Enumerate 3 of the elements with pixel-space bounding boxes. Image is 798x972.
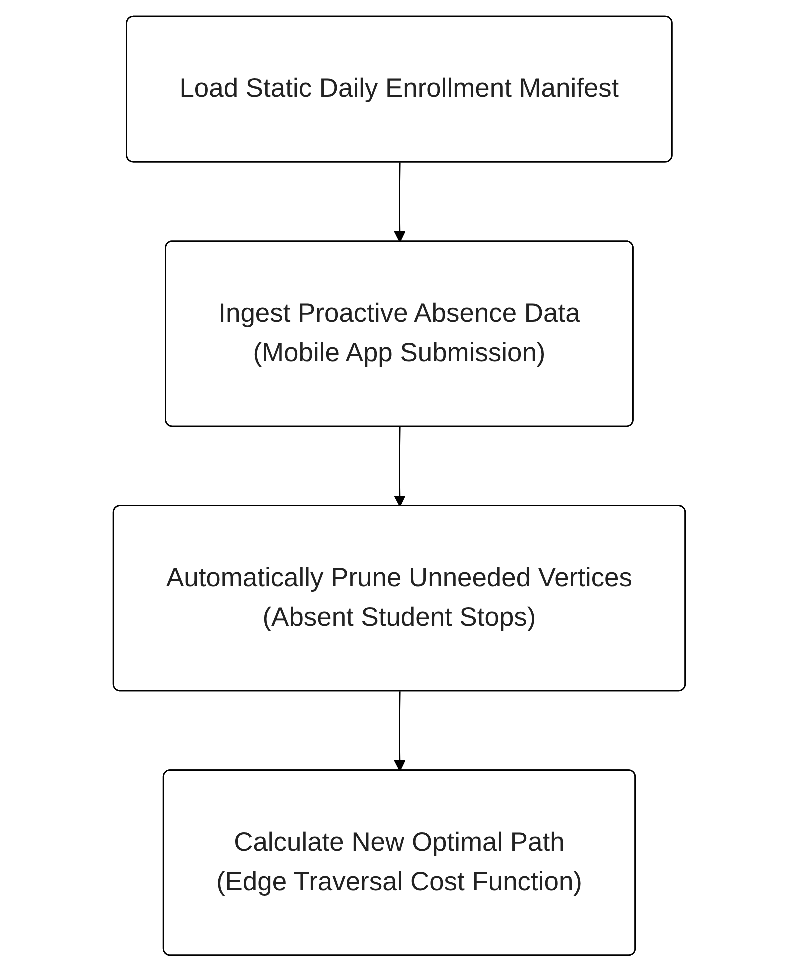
arrow: [394, 427, 406, 508]
arrow: [394, 692, 406, 772]
arrow: [394, 162, 406, 243]
